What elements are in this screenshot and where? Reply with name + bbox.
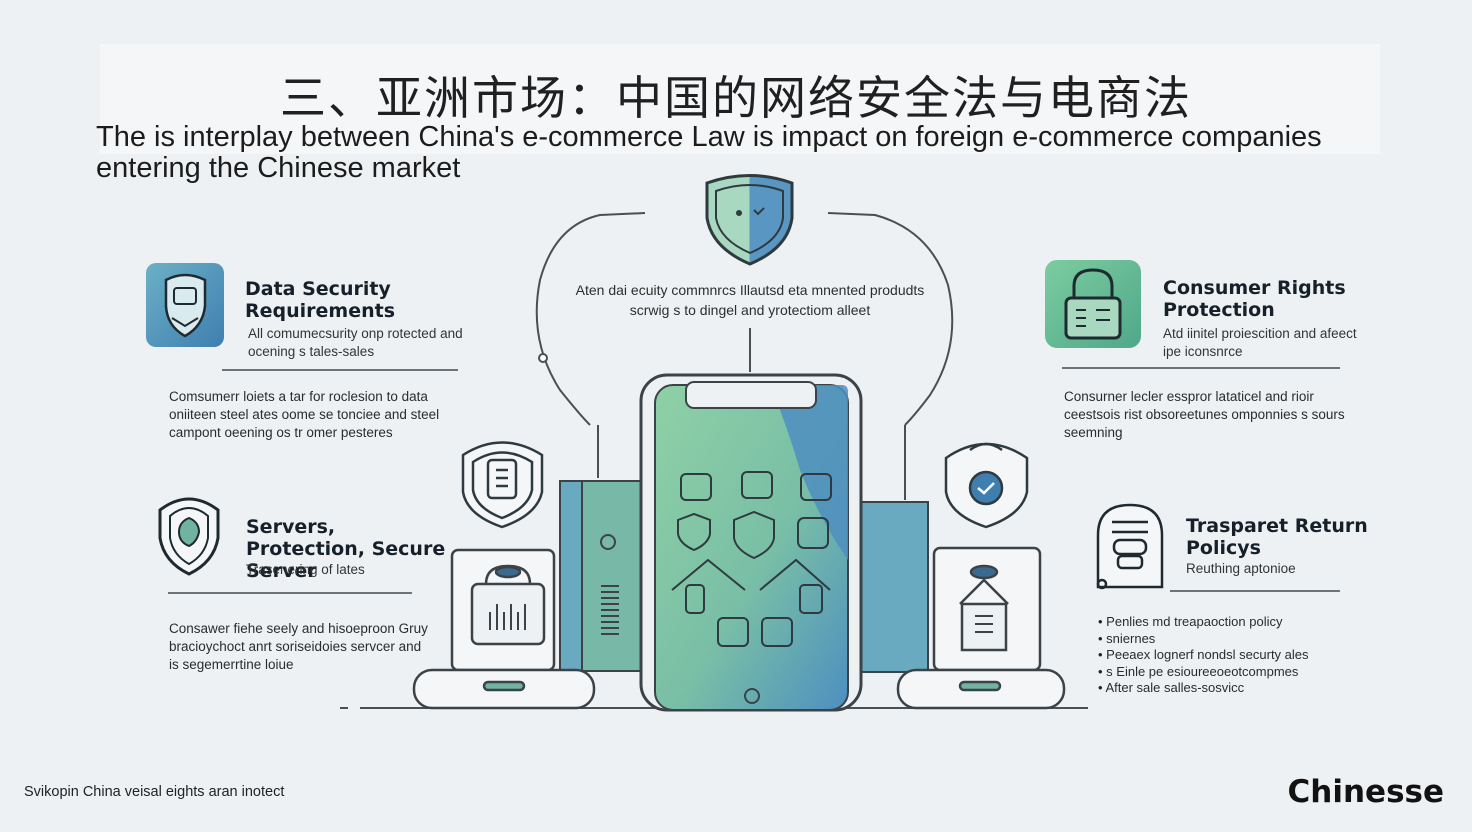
left-pedestal [412,548,596,710]
consumer-rights-subtext: Atd iinitel proiescition and afeect ipe … [1163,326,1357,359]
list-item: Penlies md treapaoction policy [1098,614,1378,631]
consumer-rights-body: Consurner lecler esspror lataticel and r… [1064,389,1345,440]
top-shield-icon [705,174,794,266]
data-security-heading: Data Security Requirements [245,278,396,322]
list-item: sniernes [1098,631,1378,648]
receipt-icon [1096,503,1164,590]
list-item: After sale salles-sosvicc [1098,680,1378,697]
lock-shield-icon [146,263,224,347]
shield-icon [158,497,220,576]
return-policy-heading: Trasparet Return Policys [1186,515,1368,559]
phone-app-icons [671,471,832,647]
padlock-icon [1045,260,1141,348]
divider [222,369,458,371]
consumer-rights-heading: Consumer Rights Protection [1163,277,1346,321]
servers-heading: Servers, Protection, Secure Server [246,516,446,582]
right-shield-icon [944,442,1029,529]
phone-illustration [639,373,863,712]
data-security-body: Comsumerr loiets a tar for roclesion to … [169,389,440,440]
center-caption: Aten dai ecuity commnrcs Illautsd eta mn… [575,282,925,318]
return-policy-subtext: Reuthing aptonioe [1186,561,1296,576]
divider [1062,367,1340,369]
title-band [100,44,1380,154]
footer-note: Svikopin China veisal eights aran inotec… [24,784,285,800]
data-security-subtext: All comumecsurity onp rotected and oceni… [248,326,463,359]
page-title: 三、亚洲市场：中国的网络安全法与电商法 [280,71,1192,125]
server-towers [559,480,929,673]
servers-body: Consawer fiehe seely and hisoeproon Gruy… [169,621,428,672]
servers-subtext: Trasenering of lates [246,562,365,577]
list-item: Peeaex lognerf nondsl securty ales [1098,647,1378,664]
divider [1170,590,1340,592]
return-policy-list: Penlies md treapaoction policy sniernes … [1098,614,1378,697]
page-subtitle: The is interplay between China's e-comme… [96,121,1322,184]
brand-logo: Chinesse [1287,774,1444,810]
divider [168,592,412,594]
server-dots [601,585,619,635]
right-pedestal [896,546,1066,710]
list-item: s Einle pe esioureeoeotcompmes [1098,664,1378,681]
left-shield-icon [461,441,544,529]
